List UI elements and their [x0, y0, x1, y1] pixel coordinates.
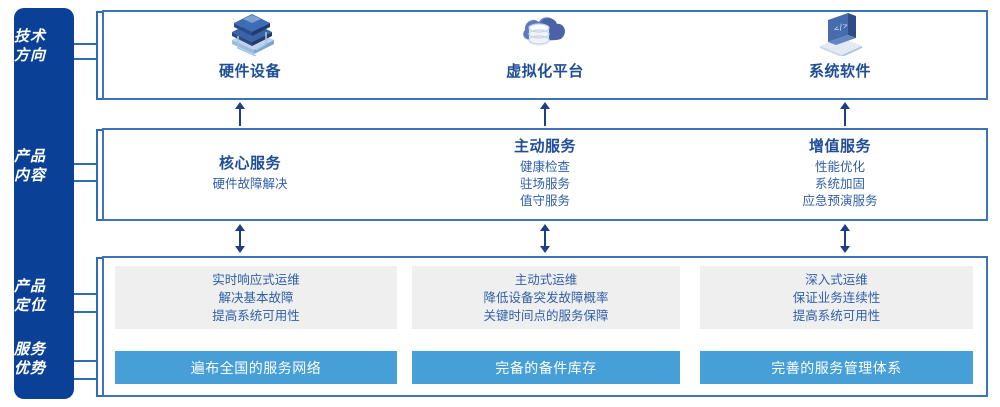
arrow-up-software — [835, 102, 855, 126]
sidebar-label-line2: 定位 — [13, 297, 46, 314]
advantage-bar-label: 完善的服务管理体系 — [771, 359, 902, 376]
position-line: 降低设备突发故障概率 — [483, 290, 609, 305]
content-column-valueadd[interactable]: 增值服务 性能优化 系统加固 应急预演服务 — [700, 128, 980, 217]
content-column-core[interactable]: 核心服务 硬件故障解决 — [110, 128, 390, 217]
tech-title-software: 系统软件 — [808, 62, 871, 80]
connector-bracket-content — [96, 129, 104, 221]
server-stack-icon — [216, 10, 284, 57]
content-item: 硬件故障解决 — [212, 177, 288, 191]
position-card-proactive[interactable]: 主动式运维 降低设备突发故障概率 关键时间点的服务保障 — [412, 266, 680, 329]
advantage-bar-inventory[interactable]: 完备的备件库存 — [412, 351, 680, 384]
position-line: 主动式运维 — [514, 272, 578, 287]
content-item: 系统加固 — [814, 177, 865, 191]
arrow-bidirectional-valueadd — [835, 224, 855, 253]
position-card-deep[interactable]: 深入式运维 保证业务连续性 提高系统可用性 — [700, 266, 973, 329]
connector-stub-content-b — [74, 180, 98, 182]
content-title-core: 核心服务 — [218, 155, 281, 172]
connector-stub-advantage-b — [74, 378, 98, 380]
position-line: 提高系统可用性 — [212, 308, 300, 323]
advantage-bar-label: 遍布全国的服务网络 — [190, 359, 322, 376]
connector-bracket-bottom — [96, 257, 104, 397]
advantage-bar-management[interactable]: 完善的服务管理体系 — [700, 351, 973, 384]
sidebar-label-line2: 内容 — [13, 167, 46, 184]
sidebar-label-line1: 产品 — [13, 148, 46, 165]
advantage-bar-network[interactable]: 遍布全国的服务网络 — [115, 351, 397, 384]
connector-stub-advantage-a — [74, 360, 98, 362]
position-card-realtime[interactable]: 实时响应式运维 解决基本故障 提高系统可用性 — [115, 266, 397, 329]
arrow-up-hardware — [230, 102, 250, 126]
content-item: 健康检查 — [519, 160, 570, 174]
sidebar-panel — [14, 8, 74, 399]
sidebar-label-line2: 优势 — [13, 360, 46, 377]
content-title-proactive: 主动服务 — [513, 138, 576, 155]
sidebar-item-tech-direction[interactable]: 技术 方向 — [0, 27, 60, 65]
content-item: 性能优化 — [814, 160, 865, 174]
connector-stub-tech-b — [74, 58, 98, 60]
cloud-database-icon — [511, 10, 579, 56]
tech-column-software[interactable]: </> 系统软件 — [700, 0, 980, 90]
position-line: 关键时间点的服务保障 — [483, 308, 609, 323]
connector-stub-tech-a — [74, 43, 98, 45]
sidebar-label-line1: 产品 — [13, 278, 46, 295]
content-item: 值守服务 — [519, 194, 570, 208]
tech-column-virtualization[interactable]: 虚拟化平台 — [405, 0, 685, 90]
sidebar-item-product-content[interactable]: 产品 内容 — [0, 147, 60, 185]
product-content-box — [102, 128, 988, 221]
position-line: 保证业务连续性 — [792, 290, 881, 305]
connector-stub-position-a — [74, 293, 98, 295]
position-line: 提高系统可用性 — [792, 308, 881, 323]
position-line: 深入式运维 — [805, 272, 868, 287]
arrow-bidirectional-proactive — [535, 224, 555, 253]
position-line: 解决基本故障 — [218, 290, 294, 305]
sidebar-label-line2: 方向 — [13, 47, 46, 64]
content-title-valueadd: 增值服务 — [808, 138, 871, 155]
advantage-bar-label: 完备的备件库存 — [495, 359, 597, 376]
sidebar-item-service-advantage[interactable]: 服务 优势 — [0, 340, 60, 378]
sidebar-item-product-position[interactable]: 产品 定位 — [0, 277, 60, 315]
position-line: 实时响应式运维 — [212, 272, 300, 287]
content-column-proactive[interactable]: 主动服务 健康检查 驻场服务 值守服务 — [405, 128, 685, 217]
connector-bracket-tech — [96, 11, 104, 100]
tech-title-virtualization: 虚拟化平台 — [506, 62, 584, 80]
arrow-up-virtualization — [535, 102, 555, 126]
tech-column-hardware[interactable]: 硬件设备 — [110, 0, 390, 90]
arrow-bidirectional-core — [230, 224, 250, 253]
connector-stub-content-a — [74, 163, 98, 165]
content-item: 应急预演服务 — [802, 194, 878, 208]
content-item: 驻场服务 — [519, 177, 570, 191]
tech-title-hardware: 硬件设备 — [218, 62, 281, 80]
connector-stub-position-b — [74, 311, 98, 313]
laptop-code-icon: </> — [806, 10, 874, 57]
sidebar-label-line1: 服务 — [13, 341, 46, 358]
sidebar-label-line1: 技术 — [13, 28, 46, 45]
